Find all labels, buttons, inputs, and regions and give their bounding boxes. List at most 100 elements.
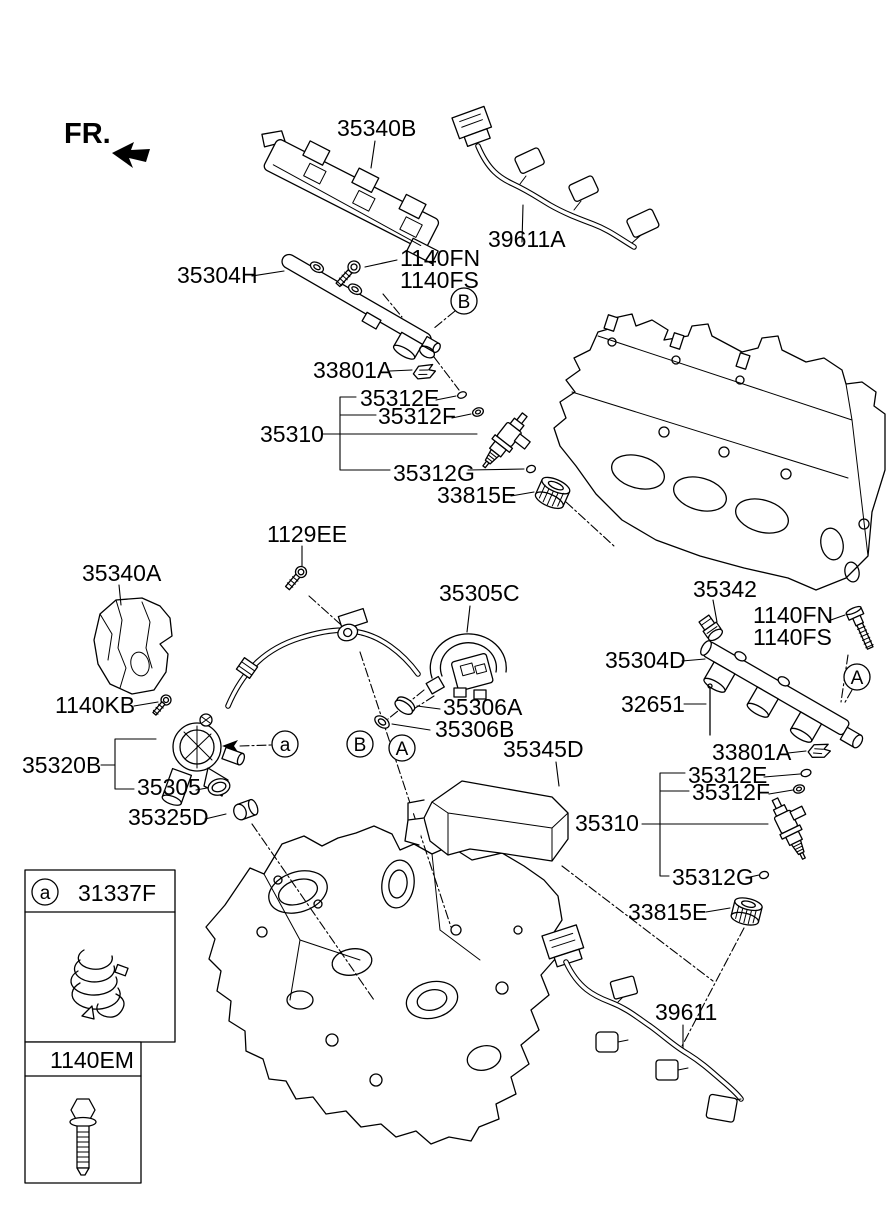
oring-35312f-left-inner bbox=[474, 409, 482, 415]
leader-1140kb bbox=[133, 701, 159, 707]
fr-direction-arrow-icon bbox=[112, 142, 150, 168]
leader-39611a bbox=[521, 204, 524, 243]
leader-33815e-right bbox=[705, 907, 731, 913]
cover-35340a-drawing bbox=[93, 597, 173, 695]
cap-35325d-drawing bbox=[233, 798, 259, 821]
install-line-bolt-to-rail bbox=[382, 293, 403, 318]
callout-a-inset-circle bbox=[31, 878, 59, 906]
bolt-1140fn-right-drawing bbox=[845, 605, 874, 650]
cover-35345d-drawing bbox=[404, 780, 569, 862]
part-label-35312e-left: 35312E bbox=[360, 385, 439, 411]
install-line-rail-to-injector-left bbox=[433, 356, 460, 391]
part-label-35312f-left: 35312F bbox=[378, 403, 456, 429]
bolt-1140em-drawing bbox=[69, 1098, 97, 1176]
part-label-35310-right: 35310 bbox=[575, 810, 639, 836]
leader-35305 bbox=[195, 787, 208, 791]
oring-35312g-left bbox=[525, 464, 537, 474]
leader-35312e-right bbox=[763, 773, 801, 778]
callout-b-mid-circle bbox=[346, 730, 374, 758]
part-label-1140em: 1140EM bbox=[50, 1047, 134, 1073]
inset-panel-1140em: 1140EM bbox=[24, 1041, 142, 1184]
leader-33815e-left bbox=[510, 491, 535, 497]
leader-35305c bbox=[466, 605, 471, 633]
part-label-35340b: 35340B bbox=[337, 115, 416, 141]
part-label-31337f: 31337F bbox=[78, 880, 156, 906]
callout-b-top-circle bbox=[450, 287, 478, 315]
rail-end-seal-ring bbox=[418, 345, 436, 359]
part-label-1140kb: 1140KB bbox=[55, 692, 135, 718]
callout-a-mid-label: A bbox=[396, 739, 409, 760]
leader-35312e-left bbox=[435, 395, 457, 401]
injector-35310-left-drawing bbox=[482, 412, 531, 469]
part-label-1129ee: 1129EE bbox=[267, 521, 347, 547]
injector-harness-39611-drawing bbox=[541, 924, 744, 1123]
part-label-33815e-right: 33815E bbox=[628, 899, 707, 925]
leader-1140fn-top bbox=[364, 259, 398, 268]
leader-35325d bbox=[204, 813, 227, 820]
leader-33801a-left bbox=[389, 369, 413, 372]
callout-b-mid-label: B bbox=[354, 735, 367, 756]
leader-35306b bbox=[391, 723, 431, 731]
pin-32651-drawing bbox=[707, 683, 713, 736]
part-label-35325d: 35325D bbox=[128, 804, 209, 830]
part-label-32651: 32651 bbox=[621, 691, 685, 717]
callout-a-right-label: A bbox=[851, 668, 864, 689]
part-label-39611: 39611 bbox=[655, 999, 717, 1025]
part-label-35304h: 35304H bbox=[177, 262, 258, 288]
part-label-1140fn-right: 1140FN bbox=[753, 602, 833, 628]
injector-35310-right-drawing bbox=[771, 797, 807, 860]
fr-direction-label: FR. bbox=[64, 118, 111, 150]
part-label-35305c: 35305C bbox=[439, 580, 520, 606]
part-label-35342: 35342 bbox=[693, 576, 757, 602]
callout-a-pump-label: a bbox=[280, 735, 291, 756]
part-label-35310-left: 35310 bbox=[260, 421, 324, 447]
leader-35340b bbox=[370, 140, 376, 169]
oring-35312f-right-inner bbox=[795, 786, 803, 792]
leader-35304d bbox=[681, 658, 706, 662]
oring-35306b-drawing bbox=[374, 715, 390, 729]
leader-35312g-left bbox=[467, 468, 525, 471]
part-label-35306a: 35306A bbox=[443, 694, 523, 720]
seal-33815e-left-drawing bbox=[534, 476, 571, 510]
clip-33801a-right-drawing bbox=[807, 743, 832, 758]
oring-35312g-right bbox=[758, 870, 770, 880]
callout-a-pump-circle bbox=[271, 730, 299, 758]
oring-35312f-left bbox=[472, 407, 484, 417]
leader-33801a-right bbox=[787, 750, 807, 754]
part-label-35312g-right: 35312G bbox=[672, 864, 754, 890]
fuel-rail-35304d-drawing bbox=[700, 640, 864, 749]
bolt-1129ee-drawing bbox=[284, 565, 308, 591]
bolt-1140fn-top-drawing bbox=[335, 260, 361, 288]
leader-1140fn-right bbox=[827, 614, 846, 622]
part-label-35340a: 35340A bbox=[82, 560, 162, 586]
leader-35312f-right bbox=[768, 789, 794, 795]
high-pressure-pipe-drawing bbox=[225, 607, 421, 709]
part-label-35345d: 35345D bbox=[503, 736, 584, 762]
inset-panel-31337f: a 31337F bbox=[24, 869, 176, 1043]
part-label-35306b: 35306B bbox=[435, 716, 514, 742]
part-label-35305: 35305 bbox=[137, 774, 201, 800]
cylinder-head-front-drawing bbox=[205, 825, 563, 1145]
callout-a-inset-label: a bbox=[40, 883, 51, 904]
bracket-35310-left bbox=[321, 396, 478, 471]
seal-33815e-right-drawing bbox=[730, 897, 763, 926]
callout-b-top-line bbox=[432, 310, 456, 330]
part-label-39611a: 39611A bbox=[488, 226, 566, 252]
gasket-35306a-drawing bbox=[394, 696, 416, 715]
part-label-33815e-left: 33815E bbox=[437, 482, 516, 508]
install-line-35325d-to-engine bbox=[251, 823, 375, 1001]
part-label-1140fs-right: 1140FS bbox=[753, 624, 832, 650]
leader-35312f-left bbox=[451, 413, 472, 419]
oring-35312e-right bbox=[800, 768, 812, 778]
part-label-35320b: 35320B bbox=[22, 752, 101, 778]
part-label-35312e-right: 35312E bbox=[688, 762, 767, 788]
leader-35345d bbox=[555, 761, 560, 787]
callout-a-right-circle bbox=[843, 663, 871, 691]
part-label-35304d: 35304D bbox=[605, 647, 686, 673]
clamp-31337f-drawing bbox=[70, 949, 129, 1020]
bolt-1140kb-drawing bbox=[152, 694, 172, 716]
fuel-rail-35304h-drawing bbox=[281, 253, 441, 360]
injector-harness-39611a-drawing bbox=[451, 105, 660, 250]
cylinder-head-rear-drawing bbox=[553, 313, 886, 591]
